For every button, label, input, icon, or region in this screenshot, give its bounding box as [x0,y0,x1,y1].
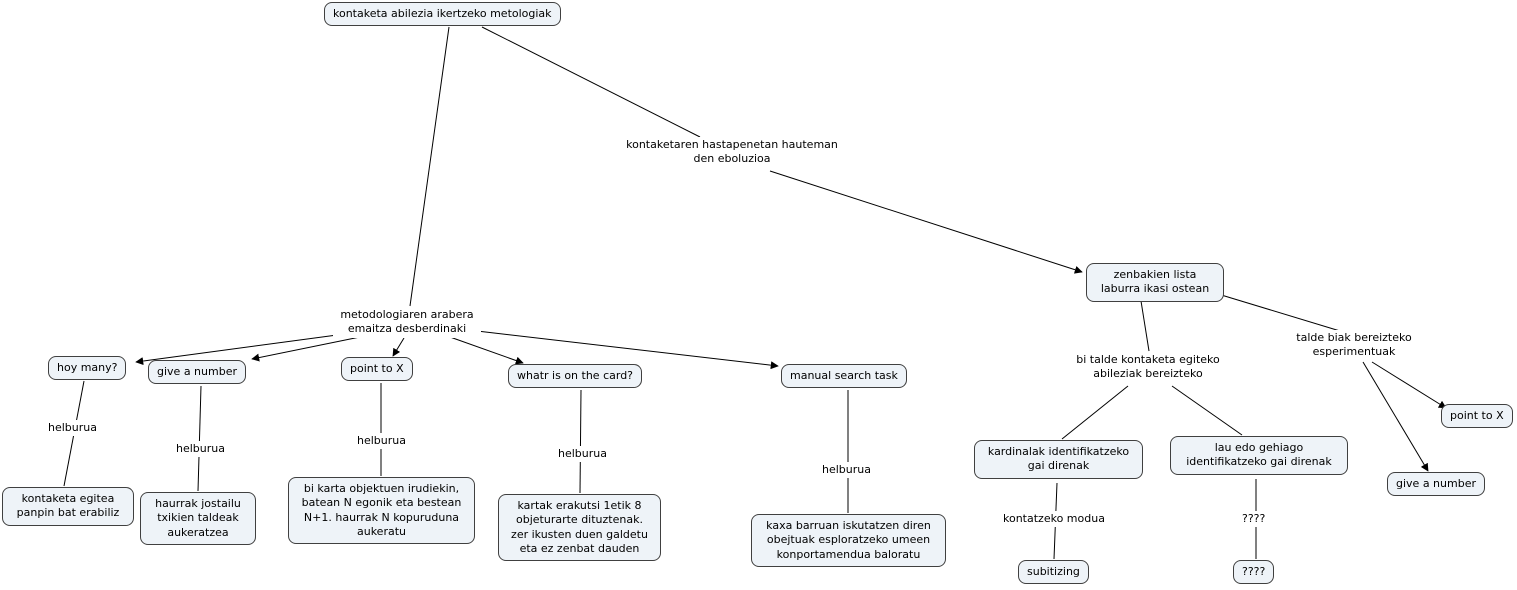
concept-what-on-card[interactable]: whatr is on the card? [508,364,643,389]
link-helburua-2[interactable]: helburua [174,441,227,458]
link-group-experiments[interactable]: talde biak bereizteko esperimentuak [1288,330,1420,361]
edge-experiments-giveanumber2 [1362,361,1429,472]
edge-twogroups-fourormore [1171,385,1243,436]
link-evolution[interactable]: kontaketaren hastapenetan hauteman den e… [616,137,848,168]
concept-how-many[interactable]: hoy many? [48,356,127,381]
edge-whatoncard-goal [579,389,582,494]
link-two-groups[interactable]: bi talde kontaketa egiteko abileziak ber… [1068,352,1228,383]
edge-experiments-pointtox2 [1371,361,1447,409]
link-helburua-1[interactable]: helburua [46,420,99,437]
edge-methodology-giveanumber [251,336,361,362]
link-counting-mode[interactable]: kontatzeko modua [1001,511,1107,528]
link-unknown[interactable]: ???? [1240,511,1268,528]
edge-root-methodology [409,26,450,307]
concept-give-a-number-2[interactable]: give a number [1387,472,1485,497]
concept-subitizing[interactable]: subitizing [1018,560,1089,585]
link-helburua-4[interactable]: helburua [556,446,609,463]
concept-point-to-x-2[interactable]: point to X [1441,404,1513,429]
concept-toy-groups[interactable]: haurrak jostailu txikien taldeak aukerat… [140,492,256,545]
edge-methodology-pointtox [392,337,405,357]
edge-root-evolution [481,26,701,138]
link-helburua-5[interactable]: helburua [820,462,873,479]
edge-numberlist-twogroups [1140,300,1150,352]
concept-manual-search[interactable]: manual search task [781,364,907,389]
concept-two-cards[interactable]: bi karta objektuen irudiekin, batean N e… [288,477,475,545]
concept-box-objects[interactable]: kaxa barruan iskutatzen diren obejtuak e… [751,514,946,567]
concept-give-a-number[interactable]: give a number [148,360,246,385]
edge-methodology-howmany [135,332,353,366]
concept-four-or-more[interactable]: lau edo gehiago identifikatzeko gai dire… [1170,436,1348,475]
edge-giveanumber-goal [197,385,202,492]
concept-cardinals[interactable]: kardinalak identifikatzeko gai direnak [974,440,1143,479]
concept-root[interactable]: kontaketa abilezia ikertzeko metologiak [324,2,561,27]
edge-numberlist-experiments [1217,293,1341,332]
edge-methodology-whatoncard [449,336,524,365]
concept-point-to-x[interactable]: point to X [341,357,413,382]
link-methodology[interactable]: metodologiaren arabera emaitza desberdin… [333,307,481,338]
edge-methodology-manualsearch [476,330,779,370]
concept-cards-shown[interactable]: kartak erakutsi 1etik 8 objeturarte ditu… [498,494,661,562]
concept-counting-doll[interactable]: kontaketa egitea panpin bat erabiliz [2,487,134,526]
edge-evolution-numberlist [769,170,1083,274]
concept-unknown[interactable]: ???? [1233,560,1275,585]
concept-number-list[interactable]: zenbakien lista laburra ikasi ostean [1086,263,1224,302]
link-helburua-3[interactable]: helburua [355,433,408,450]
edge-twogroups-cardinals [1061,385,1129,440]
